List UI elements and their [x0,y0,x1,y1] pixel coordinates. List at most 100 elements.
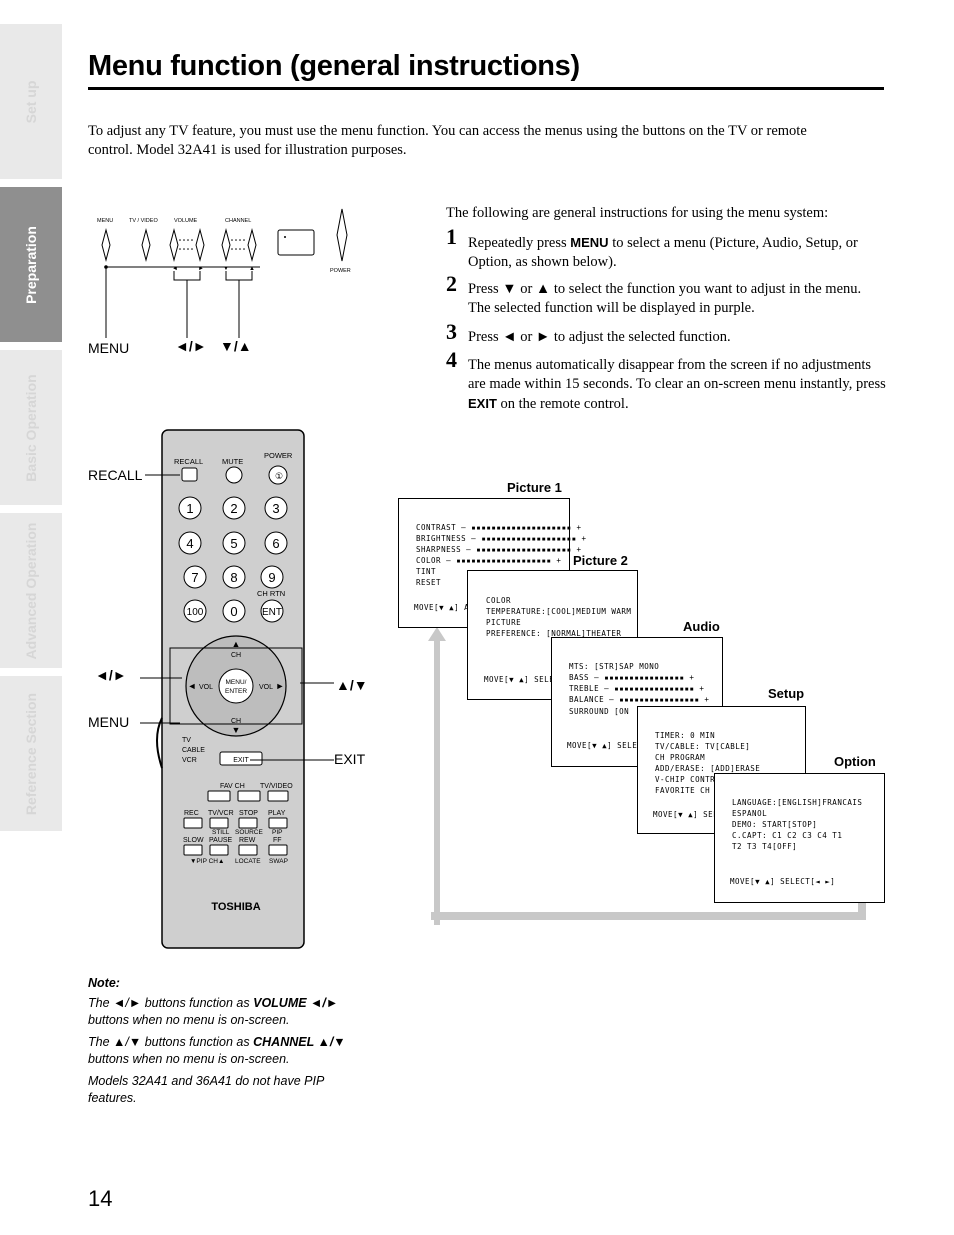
tv-menu-button [101,228,111,262]
tv-ch-callout: ▼/▲ [220,338,252,354]
svg-text:ENT: ENT [262,607,282,618]
return-arrow-riser [858,896,866,920]
svg-text:①: ① [275,472,283,482]
side-tab-label: Preparation [23,225,39,304]
step-3: 3 Press ◄ or ► to adjust the selected fu… [446,321,886,348]
step-text: Repeatedly press MENU to select a menu (… [468,235,858,270]
side-tab-label: Basic Operation [23,373,39,482]
svg-text:SWAP: SWAP [269,858,288,865]
tv-menu-label: MENU [97,218,113,224]
osd-footer: MOVE[▼ ▲] AD [414,603,475,612]
tv-sensor-window [277,229,315,256]
osd-row: CH PROGRAM [655,753,706,762]
page-title: Menu function (general instructions) [88,50,580,82]
osd-row: PICTURE [486,618,522,627]
tv-ch-up-button [247,228,257,262]
svg-text:VCR: VCR [182,757,197,764]
svg-text:REC: REC [184,810,199,817]
intro-paragraph: To adjust any TV feature, you must use t… [88,123,807,158]
remote-recall-callout: RECALL [88,467,143,483]
tv-ch-down-button [221,228,231,262]
osd-row: T2 T3 T4[OFF] [732,842,798,851]
exit-key: EXIT [468,396,497,411]
svg-text:MENU/: MENU/ [226,679,247,686]
note-heading: Note: [88,976,120,990]
svg-text:▼: ▼ [232,725,241,735]
osd-row: LANGUAGE:[ENGLISH]FRANCAIS [732,798,863,807]
side-tab-setup[interactable]: Set up [0,24,62,179]
svg-text:▲: ▲ [232,639,241,649]
svg-text:▼: ▼ [223,266,229,272]
instructions-heading: The following are general instructions f… [446,205,829,221]
svg-text:6: 6 [272,536,279,551]
osd-row: SURROUND [ON [569,707,630,716]
remote-callout-box [169,647,303,725]
osd-audio: MTS: [STR]SAP MONO BASS – ▪▪▪▪▪▪▪▪▪▪▪▪▪▪… [551,637,723,767]
svg-text:PLAY: PLAY [268,810,286,817]
remote-recall-label: RECALL [174,457,203,466]
side-tab-advanced-operation[interactable]: Advanced Operation [0,513,62,668]
svg-text:►: ► [276,681,285,691]
svg-text:CH: CH [231,718,241,725]
svg-text:◄: ◄ [188,681,197,691]
osd-row: BALANCE – ▪▪▪▪▪▪▪▪▪▪▪▪▪▪▪▪ + [569,695,710,704]
svg-text:ENTER: ENTER [225,688,247,695]
menu-title-audio: Audio [683,619,720,634]
svg-text:▲: ▲ [249,266,255,272]
remote-menu-callout: MENU [88,714,130,730]
step-1: 1 Repeatedly press MENU to select a menu… [446,226,886,273]
tv-volume-label: VOLUME [174,218,198,224]
svg-text:◄: ◄ [172,266,178,272]
side-tab-preparation[interactable]: Preparation [0,187,62,342]
osd-row: CONTRAST – ▪▪▪▪▪▪▪▪▪▪▪▪▪▪▪▪▪▪▪▪ + [416,523,582,532]
side-tab-label: Reference Section [23,692,39,815]
osd-row: BRIGHTNESS – ▪▪▪▪▪▪▪▪▪▪▪▪▪▪▪▪▪▪▪ + [416,534,587,543]
tv-power-button [336,208,348,262]
return-arrow-base [431,912,866,920]
page-number: 14 [88,1186,113,1211]
osd-row: TINT [416,567,437,576]
osd-row: COLOR [486,596,512,605]
step-number: 4 [446,347,457,372]
osd-row: SHARPNESS – ▪▪▪▪▪▪▪▪▪▪▪▪▪▪▪▪▪▪▪ + [416,545,582,554]
svg-text:STOP: STOP [239,810,258,817]
remote-exit-callout: EXIT [334,751,366,767]
svg-text:FAV CH: FAV CH [220,783,245,790]
tv-front-panel-diagram: MENU TV / VIDEO VOLUME CHANNEL POWER ◄► … [97,208,351,338]
side-tab-basic-operation[interactable]: Basic Operation [0,350,62,505]
svg-text:TV: TV [182,737,191,744]
side-tab-label: Advanced Operation [23,522,39,659]
osd-footer: MOVE[▼ ▲] SELECT[◄ ►] [730,877,836,886]
osd-footer: MOVE[▼ ▲] SELEC [567,741,643,750]
remote-power-label: POWER [264,451,293,460]
svg-text:EXIT: EXIT [233,757,249,764]
svg-text:TV/VCR: TV/VCR [208,810,234,817]
side-tab-label: Set up [23,80,39,123]
tv-vol-down-button [169,228,179,262]
osd-row: DEMO: START[STOP] [732,820,818,829]
menu-title-setup: Setup [768,686,805,701]
menu-title-picture-1: Picture 1 [507,480,562,495]
return-arrow [428,627,446,925]
step-number: 1 [446,224,457,249]
menu-title-picture-2: Picture 2 [573,553,628,568]
svg-text:5: 5 [230,536,237,551]
step-text: Press ◄ or ► to adjust the selected func… [468,329,731,345]
note-item-1: The ◄/► buttons function as VOLUME ◄/► b… [88,996,339,1027]
svg-text:SLOW: SLOW [183,837,204,844]
svg-text:STILL: STILL [212,829,230,836]
remote-ch-callout: ▲/▼ [336,677,368,693]
svg-text:CH: CH [231,652,241,659]
svg-text:8: 8 [230,570,237,585]
osd-row: TREBLE – ▪▪▪▪▪▪▪▪▪▪▪▪▪▪▪▪ + [569,684,705,693]
svg-text:►: ► [198,266,204,272]
side-tab-reference-section[interactable]: Reference Section [0,676,62,831]
osd-row: C.CAPT: C1 C2 C3 C4 T1 [732,831,843,840]
osd-row: COLOR – ▪▪▪▪▪▪▪▪▪▪▪▪▪▪▪▪▪▪▪ + [416,556,562,565]
svg-text:9: 9 [268,570,275,585]
remote-exit-button [219,751,263,766]
menu-title-option: Option [834,754,876,769]
tv-tvvideo-button [141,228,151,262]
svg-text:7: 7 [191,570,198,585]
svg-text:1: 1 [186,501,193,516]
